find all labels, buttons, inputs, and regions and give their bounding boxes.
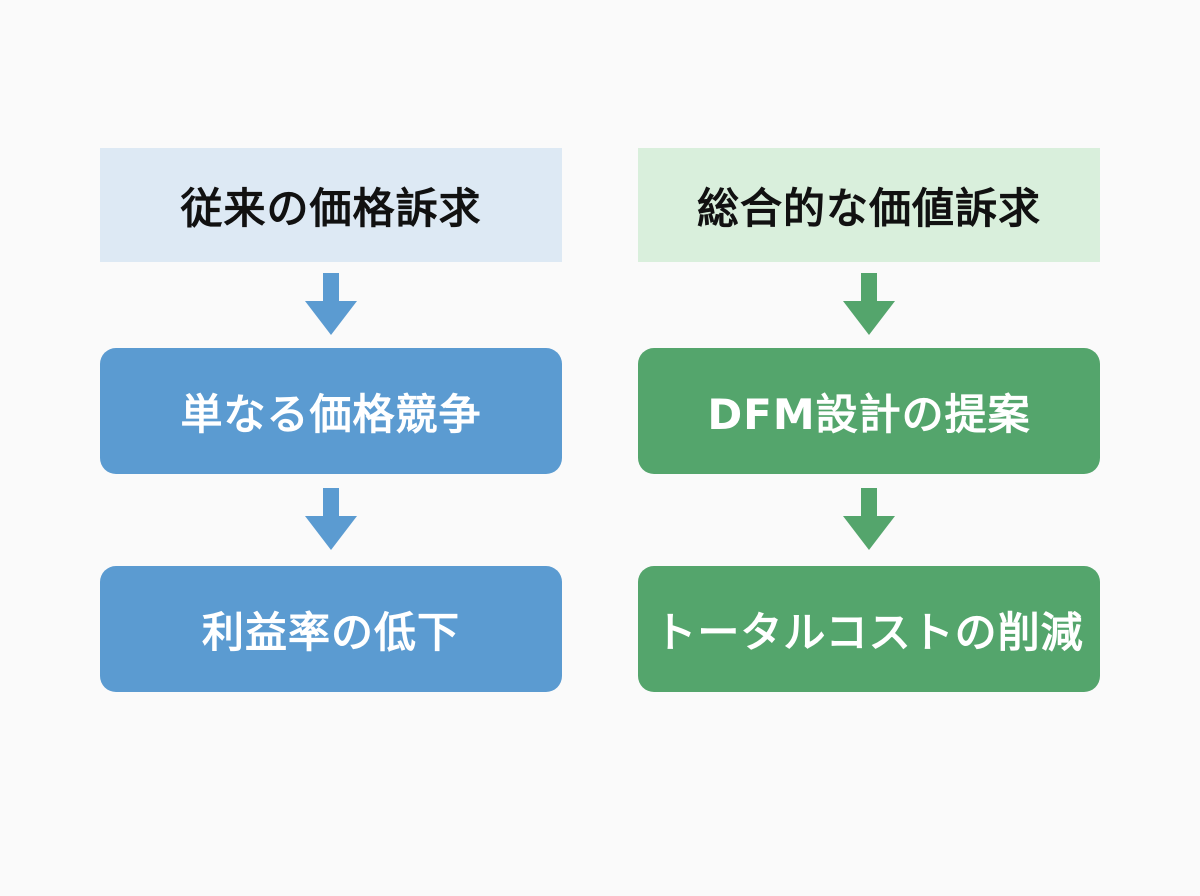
down-arrow-icon bbox=[843, 273, 895, 335]
right-header: 総合的な価値訴求 bbox=[638, 148, 1100, 262]
left-step-2: 利益率の低下 bbox=[100, 566, 562, 692]
right-arrow-2 bbox=[638, 474, 1100, 566]
right-step-1: DFM設計の提案 bbox=[638, 348, 1100, 474]
right-step-2: トータルコストの削減 bbox=[638, 566, 1100, 692]
left-step-1: 単なる価格競争 bbox=[100, 348, 562, 474]
down-arrow-icon bbox=[305, 273, 357, 335]
right-column: 総合的な価値訴求 DFM設計の提案 トータルコストの削減 bbox=[638, 148, 1100, 692]
right-arrow-1 bbox=[638, 262, 1100, 348]
left-arrow-1 bbox=[100, 262, 562, 348]
left-arrow-2 bbox=[100, 474, 562, 566]
left-column: 従来の価格訴求 単なる価格競争 利益率の低下 bbox=[100, 148, 562, 692]
left-header: 従来の価格訴求 bbox=[100, 148, 562, 262]
down-arrow-icon bbox=[843, 488, 895, 550]
down-arrow-icon bbox=[305, 488, 357, 550]
